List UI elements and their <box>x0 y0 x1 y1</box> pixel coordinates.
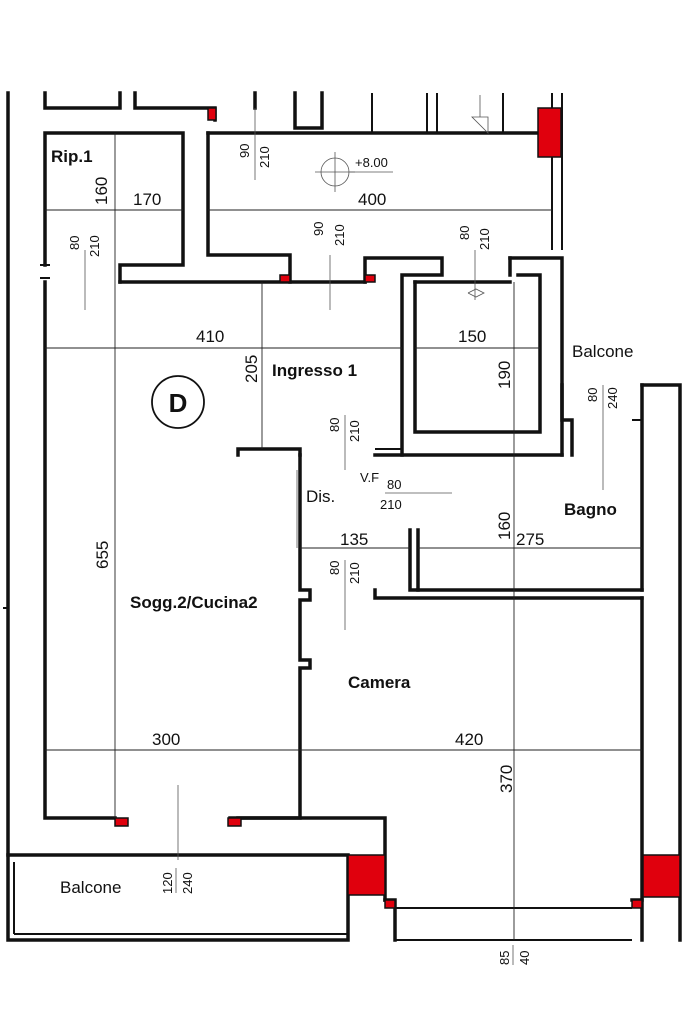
dimension-lines <box>45 95 642 940</box>
dim-rip-170: 170 <box>133 190 161 209</box>
door-ing-a: 80 <box>327 418 342 432</box>
dim-190: 190 <box>495 361 514 389</box>
door-cam-a: 80 <box>327 561 342 575</box>
room-label-balcone-right: Balcone <box>572 342 633 361</box>
room-label-balcone-bottom: Balcone <box>60 878 121 897</box>
window-cam-b: 40 <box>517 951 532 965</box>
door-corr-b: 210 <box>332 224 347 246</box>
pillars <box>114 107 681 909</box>
door-corr-a: 90 <box>311 222 326 236</box>
unit-marker: D <box>151 375 205 429</box>
dim-205: 205 <box>242 355 261 383</box>
door-top-hall-b: 210 <box>257 146 272 168</box>
window-cam-a: 85 <box>497 951 512 965</box>
dim-370: 370 <box>497 765 516 793</box>
door-labels: 90 210 90 210 80 210 80 210 80 240 80 21… <box>67 144 620 965</box>
dim-160b: 160 <box>495 512 514 540</box>
dim-275: 275 <box>516 530 544 549</box>
door-cam-b: 210 <box>347 562 362 584</box>
level-mark: +8.00 <box>355 155 388 170</box>
door-rip-a: 80 <box>67 236 82 250</box>
dim-top-400: 400 <box>358 190 386 209</box>
room-label-rip: Rip.1 <box>51 147 93 166</box>
room-label-soggiorno: Sogg.2/Cucina2 <box>130 593 258 612</box>
room-label-camera: Camera <box>348 673 411 692</box>
room-label-bagno: Bagno <box>564 500 617 519</box>
door-ing-b: 210 <box>347 420 362 442</box>
dim-135: 135 <box>340 530 368 549</box>
dim-300: 300 <box>152 730 180 749</box>
room-label-ingresso: Ingresso 1 <box>272 361 357 380</box>
unit-letter: D <box>169 388 188 418</box>
door-balc-b: 240 <box>605 387 620 409</box>
door-top-hall-a: 90 <box>237 144 252 158</box>
room-label-vf: V.F <box>360 470 379 485</box>
door-closet-a: 80 <box>457 226 472 240</box>
window-sogg-a: 120 <box>160 872 175 894</box>
walls <box>3 91 682 942</box>
room-label-dis: Dis. <box>306 487 335 506</box>
door-closet-b: 210 <box>477 228 492 250</box>
dim-420: 420 <box>455 730 483 749</box>
window-sogg-b: 240 <box>180 872 195 894</box>
dim-655: 655 <box>93 541 112 569</box>
dim-rip-160: 160 <box>92 177 111 205</box>
door-balc-a: 80 <box>585 388 600 402</box>
dim-150: 150 <box>458 327 486 346</box>
door-rip-b: 210 <box>87 235 102 257</box>
door-dis-b: 210 <box>380 497 402 512</box>
door-dis-a: 80 <box>387 477 401 492</box>
dim-410: 410 <box>196 327 224 346</box>
